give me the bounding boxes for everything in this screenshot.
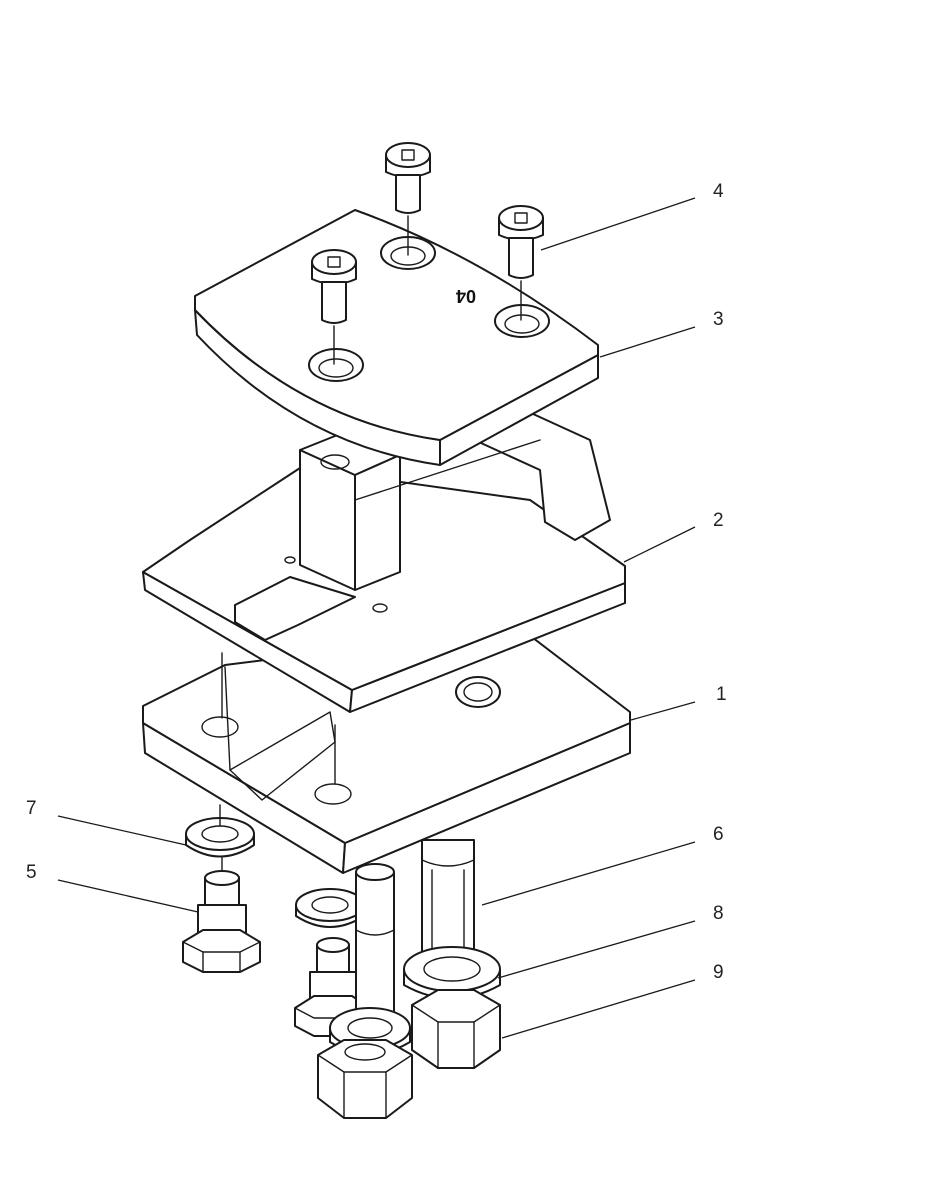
- callout-5: 5: [26, 862, 37, 883]
- leader-1: [630, 701, 696, 721]
- leader-8: [497, 920, 696, 979]
- callout-leaders: [57, 197, 696, 1039]
- callout-1: 1: [716, 684, 727, 705]
- callout-labels: 4 3 2 1 7 5 6 8 9: [26, 181, 727, 983]
- callout-3: 3: [713, 309, 724, 330]
- part-4-screw-right: [498, 205, 544, 321]
- callout-2: 2: [713, 510, 724, 531]
- part-4-screw-top: [385, 142, 431, 256]
- part-9-nut-front: [411, 989, 501, 1069]
- part-5-stud-left: [182, 857, 261, 973]
- leader-5: [57, 879, 199, 913]
- callout-9: 9: [713, 962, 724, 983]
- leader-9: [501, 979, 696, 1039]
- part-7-washer-middle: [295, 888, 365, 928]
- leader-7: [57, 815, 187, 846]
- leader-3: [599, 326, 696, 358]
- callout-4: 4: [713, 181, 724, 202]
- part-2-middle-plate: [142, 407, 626, 713]
- callout-7: 7: [26, 798, 37, 819]
- plate-engraving: 04: [456, 286, 476, 306]
- leader-4: [540, 197, 696, 251]
- callout-6: 6: [713, 824, 724, 845]
- part-7-washer-left: [185, 804, 255, 858]
- leader-6: [481, 841, 696, 906]
- part-9-nut-rear: [317, 1039, 413, 1119]
- part-1-base-plate: [142, 627, 631, 874]
- part-4-screw-left: [311, 249, 357, 365]
- callout-8: 8: [713, 903, 724, 924]
- leader-2: [623, 526, 696, 563]
